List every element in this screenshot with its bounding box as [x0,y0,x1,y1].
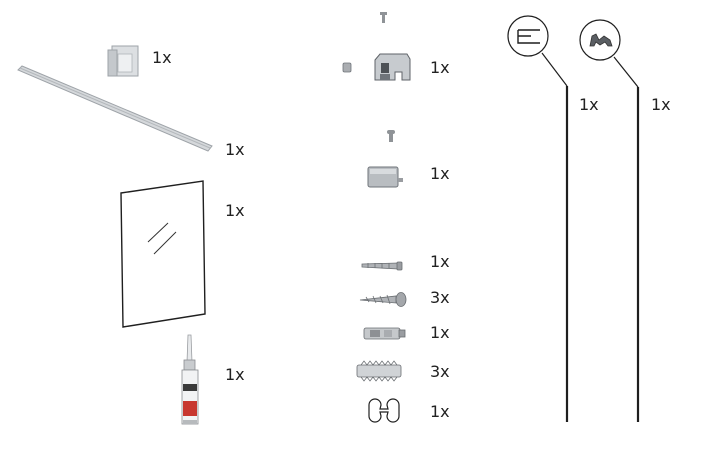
long-screw-icon [359,292,407,307]
seal-profile-e-quantity: 1x [579,95,599,114]
connector-link-icon [368,398,400,423]
end-cap-quantity: 1x [430,164,450,183]
rail-quantity: 1x [225,140,245,159]
sealant-quantity: 1x [225,365,245,384]
seal-profile-wave-icon [579,19,640,422]
connector-link-quantity: 1x [430,402,450,421]
small-screw-quantity: 1x [430,252,450,271]
long-anchor-icon [356,360,402,382]
wall-rail-icon [17,65,213,152]
long-anchor-quantity: 3x [430,362,450,381]
screw-icon [387,130,395,142]
short-anchor-icon [363,327,406,340]
glass-panel-icon [120,180,206,328]
seal-profile-e-icon [507,15,569,422]
seal-profile-wave-quantity: 1x [651,95,671,114]
small-screw-icon [361,261,403,271]
clamp-icon [107,45,139,77]
top-screw-icon [380,12,387,23]
long-screw-quantity: 3x [430,288,450,307]
clamp-quantity: 1x [152,48,172,67]
glass-quantity: 1x [225,201,245,220]
end-cap-icon [367,166,403,188]
nut-icon [342,62,352,73]
short-anchor-quantity: 1x [430,323,450,342]
bracket-quantity: 1x [430,58,450,77]
bracket-icon [374,53,411,81]
silicone-cartridge-icon [181,334,199,425]
